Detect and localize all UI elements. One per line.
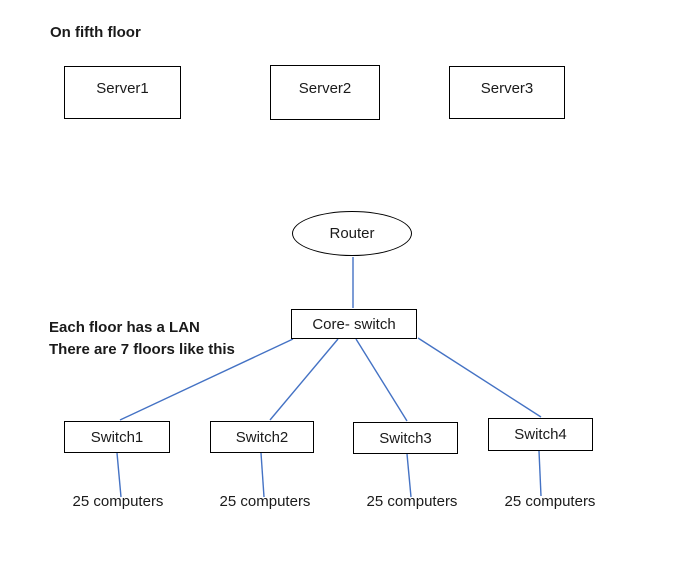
connector-core-switch-switch3 bbox=[355, 338, 408, 422]
router-node: Router bbox=[292, 211, 412, 256]
floor-note-line2: There are 7 floors like this bbox=[49, 341, 235, 358]
connector-core-switch-switch4 bbox=[417, 337, 542, 418]
server2-label: Server2 bbox=[298, 80, 352, 97]
server3-node: Server3 bbox=[449, 66, 565, 119]
computers-label-2: 25 computers bbox=[219, 493, 311, 510]
server1-node: Server1 bbox=[64, 66, 181, 119]
floor-note: Each floor has a LAN There are 7 floors … bbox=[49, 317, 235, 361]
computers-label-1: 25 computers bbox=[72, 493, 164, 510]
server3-label: Server3 bbox=[480, 80, 534, 97]
switch3-label: Switch3 bbox=[379, 429, 432, 447]
diagram-title: On fifth floor bbox=[50, 24, 141, 41]
core-switch-label: Core- switch bbox=[312, 315, 396, 333]
switch3-node: Switch3 bbox=[353, 422, 458, 454]
connector-switch4-computers bbox=[538, 450, 542, 497]
connector-switch2-computers bbox=[260, 452, 265, 498]
server2-node: Server2 bbox=[270, 65, 380, 120]
floor-note-line1: Each floor has a LAN bbox=[49, 319, 200, 336]
connector-core-switch-switch1 bbox=[119, 338, 294, 421]
connector-switch3-computers bbox=[406, 453, 412, 498]
switch1-node: Switch1 bbox=[64, 421, 170, 453]
switch4-label: Switch4 bbox=[514, 426, 567, 443]
switch1-label: Switch1 bbox=[90, 428, 144, 446]
switch4-node: Switch4 bbox=[488, 418, 593, 451]
switch2-label: Switch2 bbox=[235, 428, 289, 446]
connector-core-switch-switch2 bbox=[269, 338, 339, 421]
switch2-node: Switch2 bbox=[210, 421, 314, 453]
computers-label-3: 25 computers bbox=[366, 493, 458, 510]
computers-label-4: 25 computers bbox=[504, 493, 596, 510]
server1-label: Server1 bbox=[96, 80, 149, 97]
core-switch-node: Core- switch bbox=[291, 309, 417, 339]
connector-switch1-computers bbox=[116, 452, 122, 498]
router-label: Router bbox=[329, 225, 375, 242]
